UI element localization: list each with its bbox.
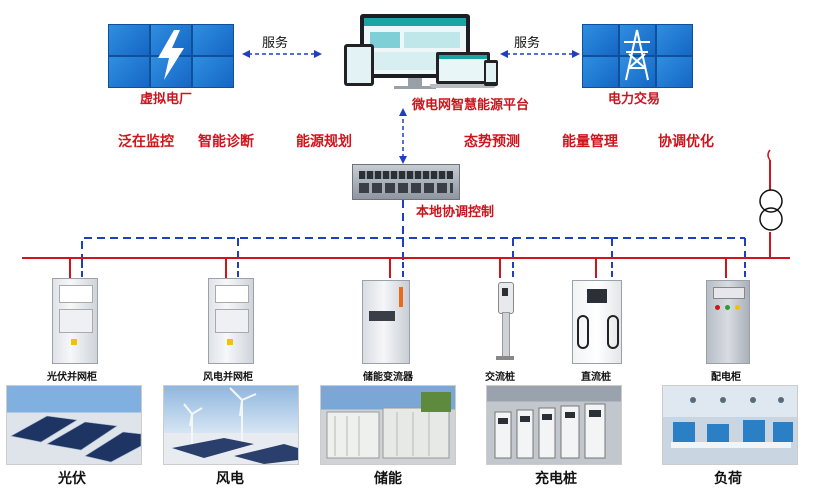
cabinet-label-ac: 交流桩 xyxy=(485,372,515,383)
distribution-cabinet xyxy=(706,280,750,364)
photo-label-storage: 储能 xyxy=(374,471,402,487)
photo-load xyxy=(662,385,798,465)
cabinet-label-distribution: 配电柜 xyxy=(711,372,741,383)
storage-converter xyxy=(362,280,410,364)
function-coordination: 协调优化 xyxy=(658,134,714,150)
photo-label-pv: 光伏 xyxy=(58,471,86,487)
transformer-icon xyxy=(759,189,783,231)
cabinet-label-dc: 直流桩 xyxy=(581,372,611,383)
service-right-arrow xyxy=(500,50,580,58)
function-planning: 能源规划 xyxy=(296,134,352,150)
cabinet-label-wind: 风电并网柜 xyxy=(203,372,253,383)
transmission-tower-icon xyxy=(624,29,650,81)
function-monitoring: 泛在监控 xyxy=(118,134,174,150)
local-controller xyxy=(352,164,460,200)
photo-label-wind: 风电 xyxy=(216,471,244,487)
vpp-label: 虚拟电厂 xyxy=(140,92,193,107)
service-left-arrow xyxy=(242,50,322,58)
function-diagnosis: 智能诊断 xyxy=(198,134,254,150)
trade-video-wall xyxy=(582,24,693,88)
wind-grid-cabinet xyxy=(208,278,254,364)
photo-storage xyxy=(320,385,456,465)
cabinet-label-storage: 储能变流器 xyxy=(363,372,413,383)
photo-pv xyxy=(6,385,142,465)
photo-label-charging: 充电桩 xyxy=(535,471,577,487)
pv-grid-cabinet xyxy=(52,278,98,364)
function-forecast: 态势预测 xyxy=(464,134,520,150)
function-energy-mgmt: 能量管理 xyxy=(562,134,618,150)
trade-label: 电力交易 xyxy=(608,92,661,107)
cabinet-label-pv: 光伏并网柜 xyxy=(47,372,97,383)
controller-label: 本地协调控制 xyxy=(416,205,495,220)
photo-label-load: 负荷 xyxy=(714,471,742,487)
dc-charger xyxy=(572,280,622,364)
ac-charger xyxy=(492,282,518,362)
service-right-label: 服务 xyxy=(514,36,541,51)
photo-wind xyxy=(163,385,299,465)
service-left-label: 服务 xyxy=(262,36,289,51)
lightning-icon xyxy=(158,30,184,80)
platform-label: 微电网智慧能源平台 xyxy=(412,98,530,113)
vpp-video-wall xyxy=(108,24,234,88)
platform-devices xyxy=(340,14,500,96)
photo-charging xyxy=(486,385,622,465)
